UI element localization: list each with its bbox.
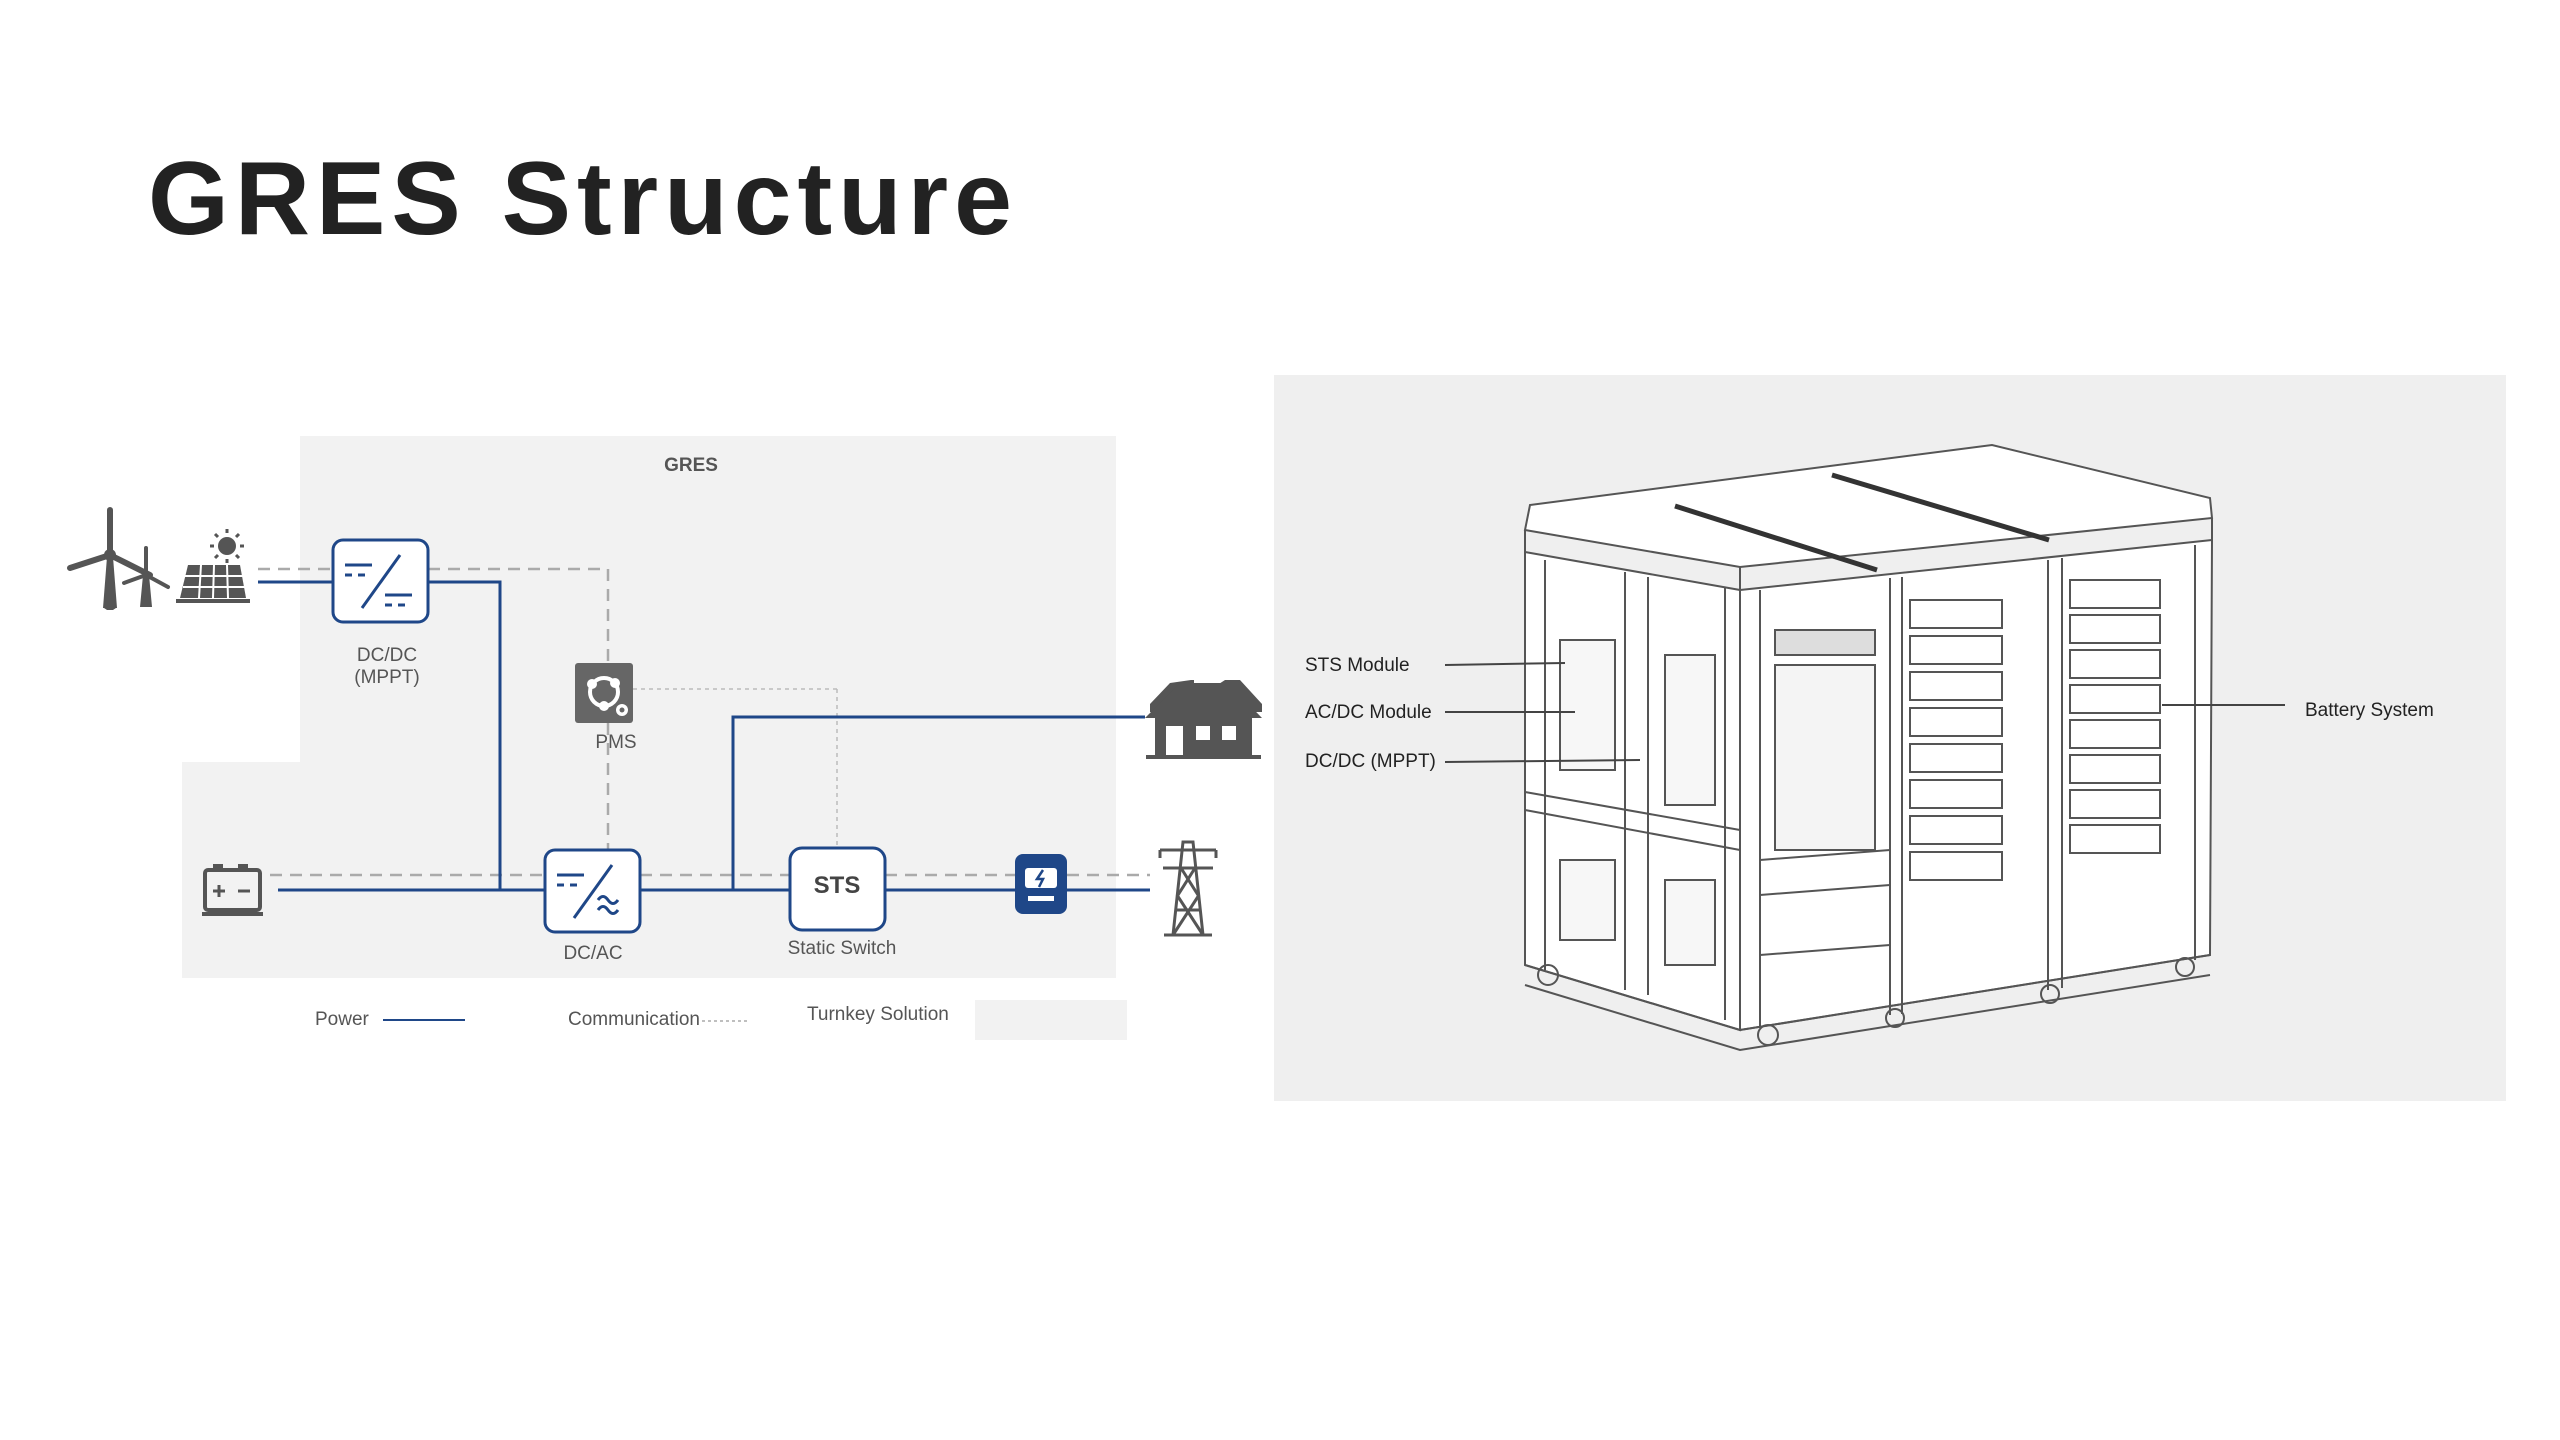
dcdc-label: DC/DC [357,645,417,666]
legend-communication-label: Communication [568,1009,700,1030]
cabinet-base [1524,954,2211,1052]
house-icon [1145,680,1262,759]
cabinet-illustration: STS Module AC/DC Module DC/DC (MPPT) Bat… [1274,375,2506,1101]
legend-turnkey-swatch [975,1000,1127,1040]
callout-acdc-module: AC/DC Module [1305,702,1432,723]
gres-label: GRES [664,455,718,476]
dcdc-mppt-converter [331,538,430,624]
pms-icon [575,663,633,723]
battery-rack-2 [2069,579,2161,854]
callout-lines [1444,662,2285,763]
wind-turbine-icon [67,507,170,610]
dcdc-sub-label: (MPPT) [354,667,419,688]
sts-label: Static Switch [788,938,897,959]
sts-static-switch: STS [788,846,887,932]
legend-turnkey-label: Turnkey Solution [807,1004,949,1025]
power-lines [258,580,1150,892]
pms-label: PMS [595,732,636,753]
system-diagram: GRES [67,436,1262,1040]
power-tower-icon [1158,840,1218,937]
dcac-converter [543,848,642,934]
callout-battery-system: Battery System [2305,700,2434,721]
legend-power-label: Power [315,1009,370,1030]
solar-panel-icon [176,564,250,603]
callout-dcdc-mppt: DC/DC (MPPT) [1305,751,1436,772]
battery-icon [202,864,263,916]
gres-region [182,436,1116,978]
legend: Power Communication Turnkey Solution [315,1000,1127,1040]
page-title: GRES Structure [148,141,1018,257]
sts-box-text: STS [814,872,861,899]
callout-sts-module: STS Module [1305,655,1410,676]
meter-icon [1015,854,1067,914]
sun-icon [210,529,244,563]
dcac-label: DC/AC [563,943,622,964]
battery-rack-1 [1909,599,2003,881]
